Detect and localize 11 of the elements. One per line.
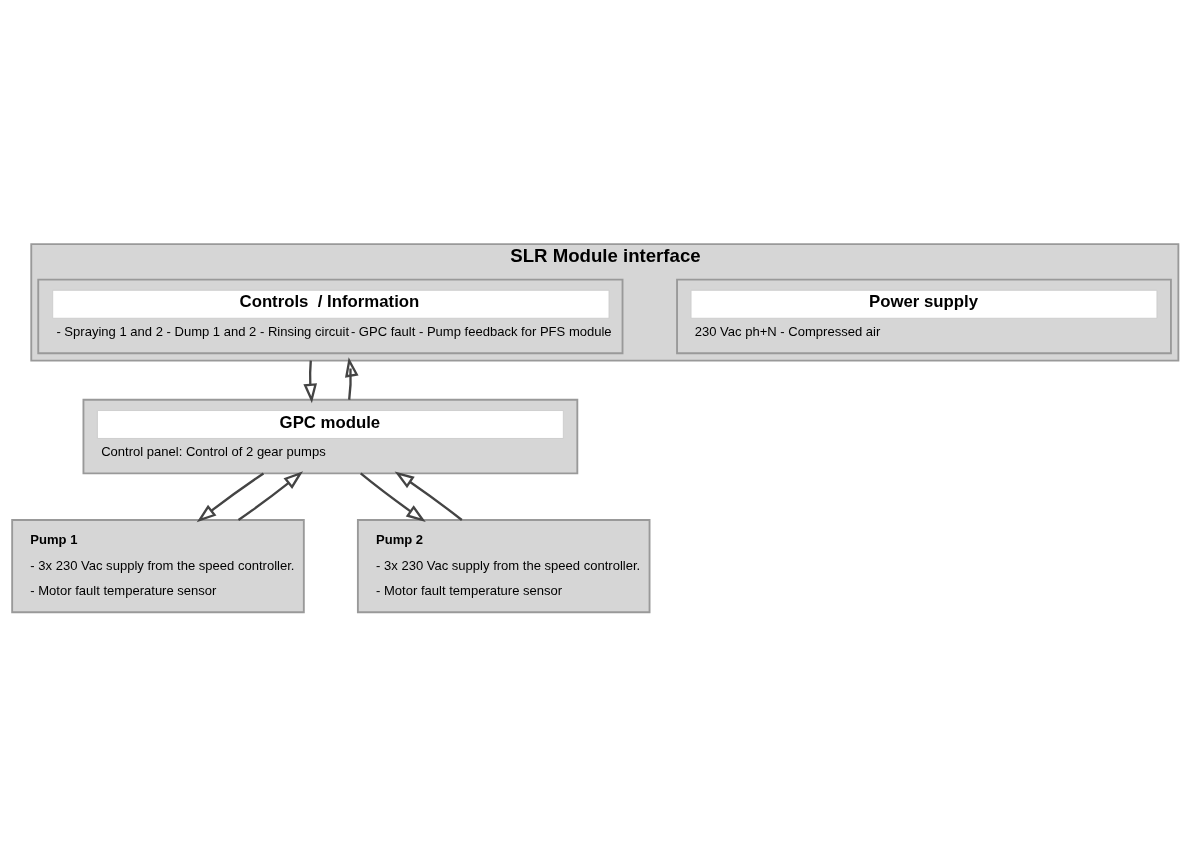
node-box: Power supply 230 Vac ph+N - Compressed air <box>676 278 1172 355</box>
arrow <box>237 471 304 521</box>
arrow <box>196 472 265 523</box>
arrow <box>394 471 463 521</box>
arrow <box>303 360 318 404</box>
arrow <box>345 357 359 400</box>
arrow <box>359 472 426 523</box>
node-box: Pump 1 - 3x 230 Vac supply from the speed controller. - Motor fault temperature sensor <box>11 519 305 614</box>
node-box: Pump 2 - 3x 230 Vac supply from the speed controller. - Motor fault temperature sensor <box>356 519 651 614</box>
node-box: GPC module Control panel: Control of 2 gear pumps <box>82 398 579 475</box>
node-box: Controls / Information - Spraying 1 and 2 - Dump 1 and 2 - Rinsing circuit- GPC fault - Pump feedback for PFS module <box>37 278 624 355</box>
